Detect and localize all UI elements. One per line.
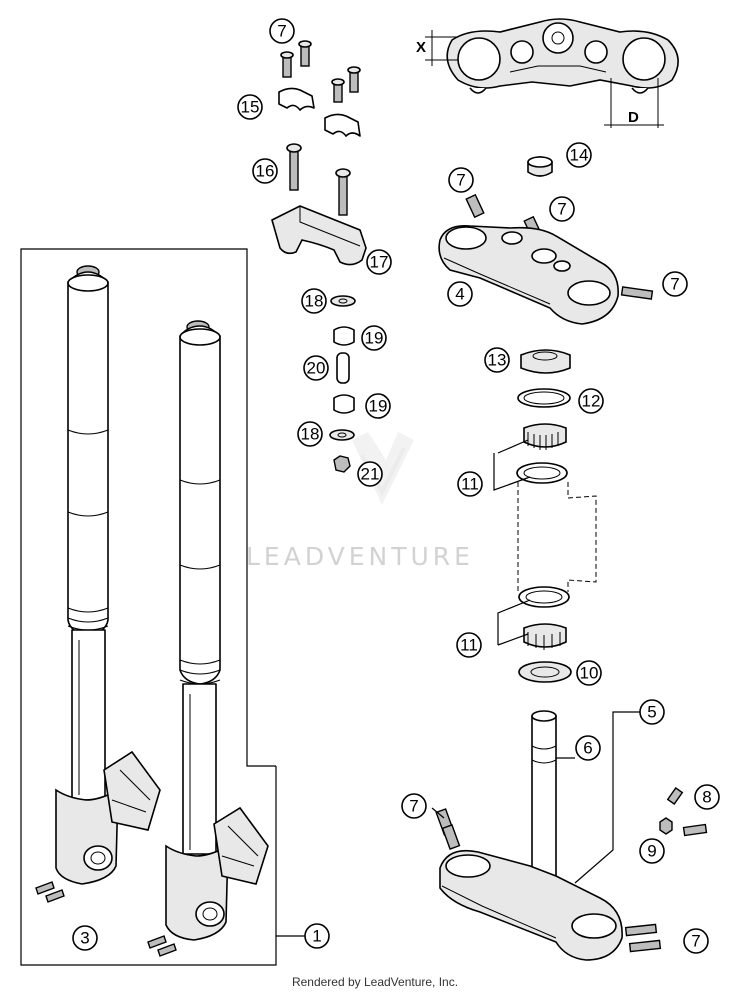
- damper-fasteners: [329, 295, 356, 473]
- svg-text:3: 3: [80, 929, 89, 948]
- clamp-screws-small: [659, 786, 708, 837]
- callout-15: 15: [237, 94, 263, 120]
- callout-18b: 18: [297, 421, 323, 447]
- leader-lines: [276, 439, 640, 937]
- steering-bearing-stack: [516, 349, 597, 683]
- callout-7a: 7: [269, 18, 295, 44]
- dimension-d-label: D: [628, 109, 639, 126]
- callout-19b: 19: [365, 393, 391, 419]
- callout-8: 8: [694, 784, 720, 810]
- callout-7b: 7: [448, 167, 474, 193]
- svg-text:7: 7: [277, 22, 286, 41]
- svg-text:7: 7: [409, 797, 418, 816]
- fork-leg-right: [147, 320, 269, 957]
- callout-19a: 19: [361, 325, 387, 351]
- svg-text:15: 15: [241, 98, 260, 117]
- callout-10: 10: [576, 660, 602, 686]
- svg-text:10: 10: [580, 664, 599, 683]
- dimension-x-label: X: [416, 39, 426, 56]
- svg-text:6: 6: [583, 739, 592, 758]
- callout-4: 4: [447, 281, 473, 307]
- callout-20: 20: [303, 355, 329, 381]
- svg-text:9: 9: [647, 842, 656, 861]
- handlebar-clamp-lower: [271, 205, 367, 266]
- callout-18a: 18: [301, 288, 327, 314]
- callout-13: 13: [484, 347, 510, 373]
- triple-clamp-top-view: [425, 18, 679, 128]
- callout-1: 1: [304, 923, 330, 949]
- svg-text:19: 19: [369, 397, 388, 416]
- callout-21: 21: [357, 461, 383, 487]
- svg-text:7: 7: [691, 932, 700, 951]
- triple-clamp-top: [438, 193, 654, 325]
- callout-16: 16: [252, 158, 278, 184]
- svg-text:7: 7: [670, 275, 679, 294]
- callout-11b: 11: [456, 632, 482, 658]
- svg-text:7: 7: [557, 200, 566, 219]
- svg-text:11: 11: [461, 475, 479, 494]
- svg-text:14: 14: [570, 146, 589, 165]
- svg-text:4: 4: [455, 285, 464, 304]
- callout-9: 9: [639, 838, 665, 864]
- svg-text:5: 5: [647, 703, 656, 722]
- svg-text:11: 11: [460, 636, 478, 655]
- svg-text:12: 12: [582, 392, 601, 411]
- callout-7f: 7: [683, 928, 709, 954]
- callout-3: 3: [72, 925, 98, 951]
- callout-12: 12: [578, 388, 604, 414]
- callout-5: 5: [639, 699, 665, 725]
- fork-assembly-frame: [20, 248, 277, 966]
- svg-text:8: 8: [702, 788, 711, 807]
- svg-text:17: 17: [370, 253, 389, 272]
- nut-top: [527, 156, 553, 177]
- svg-text:13: 13: [488, 351, 507, 370]
- svg-text:20: 20: [307, 359, 326, 378]
- callout-7d: 7: [662, 271, 688, 297]
- svg-text:21: 21: [361, 465, 380, 484]
- callout-6: 6: [575, 735, 601, 761]
- watermark-text: LEADVENTURE: [246, 542, 474, 571]
- clamp-bolts-long: [286, 143, 351, 216]
- callout-17: 17: [366, 249, 392, 275]
- footer-credit: Rendered by LeadVenture, Inc.: [291, 975, 459, 989]
- fork-leg-left: [35, 265, 161, 903]
- svg-text:7: 7: [456, 171, 465, 190]
- callout-11a: 11: [457, 471, 483, 497]
- svg-text:1: 1: [312, 927, 321, 946]
- svg-text:16: 16: [256, 162, 275, 181]
- callout-7e: 7: [401, 793, 427, 819]
- callout-7c: 7: [549, 196, 575, 222]
- triple-clamp-lower: [435, 710, 662, 961]
- callout-14: 14: [566, 142, 592, 168]
- svg-text:18: 18: [305, 292, 324, 311]
- handlebar-clamp-upper: [278, 87, 361, 137]
- svg-text:18: 18: [301, 425, 320, 444]
- svg-text:19: 19: [365, 329, 384, 348]
- clamp-bolts-upper: [280, 40, 361, 103]
